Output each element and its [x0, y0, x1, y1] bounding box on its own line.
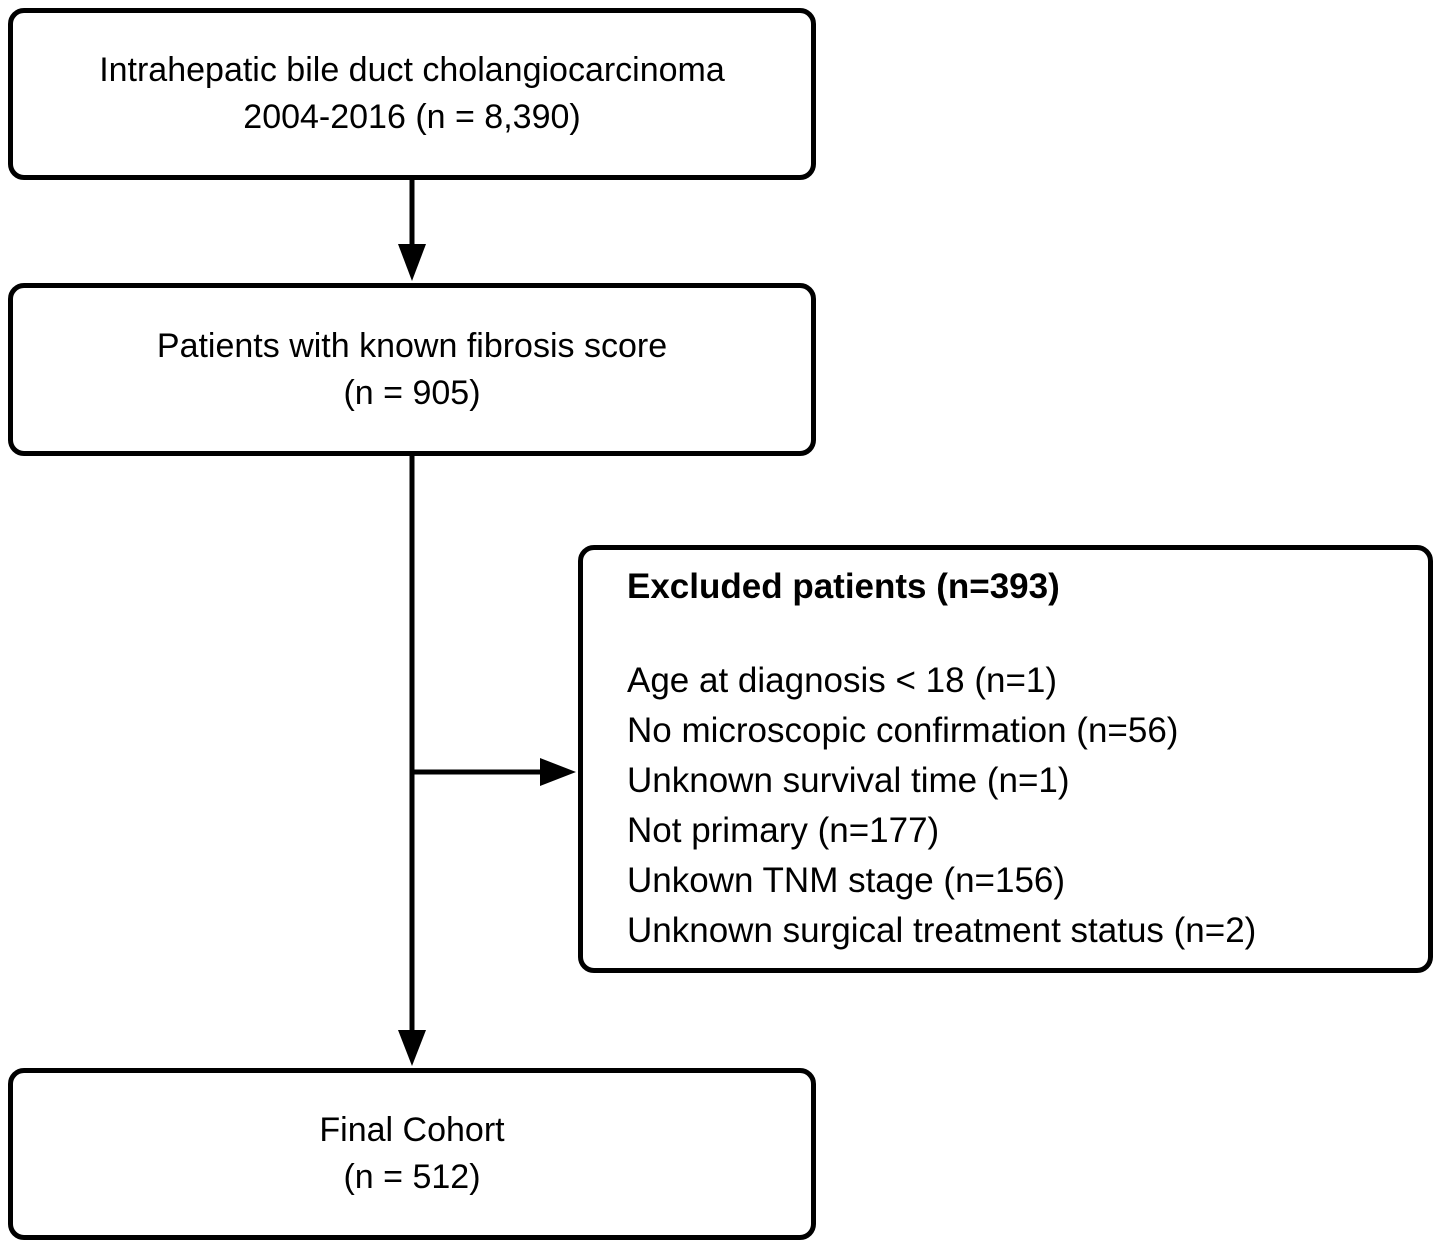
excluded-item: Unkown TNM stage (n=156)	[627, 861, 1066, 900]
arrow-source-to-fibrosis	[398, 180, 426, 281]
arrow-branch-to-excluded	[412, 758, 576, 786]
node-text-line: Patients with known fibrosis score	[156, 326, 668, 365]
node-text-line: 2004-2016 (n = 8,390)	[243, 98, 581, 136]
excluded-item: Unknown surgical treatment status (n=2)	[627, 911, 1257, 950]
node-text-line: Final Cohort	[319, 1111, 505, 1149]
node-text-line: (n = 905)	[343, 373, 481, 412]
flow-node-known-fibrosis-score: Patients with known fibrosis score (n = …	[8, 283, 816, 456]
node-text-line: (n = 512)	[343, 1158, 481, 1196]
arrow-fibrosis-to-final	[398, 456, 426, 1066]
excluded-item: Unknown survival time (n=1)	[627, 761, 1070, 800]
node-text-line: Intrahepatic bile duct cholangiocarcinom…	[99, 51, 725, 89]
flow-node-source-population: Intrahepatic bile duct cholangiocarcinom…	[8, 8, 816, 180]
excluded-item: Not primary (n=177)	[627, 811, 940, 850]
excluded-item: No microscopic confirmation (n=56)	[627, 711, 1179, 750]
excluded-title: Excluded patients (n=393)	[627, 567, 1060, 606]
flow-node-final-cohort: Final Cohort (n = 512)	[8, 1068, 816, 1240]
flow-node-excluded-patients: Excluded patients (n=393) Age at diagnos…	[578, 545, 1433, 973]
excluded-item: Age at diagnosis < 18 (n=1)	[627, 661, 1058, 700]
